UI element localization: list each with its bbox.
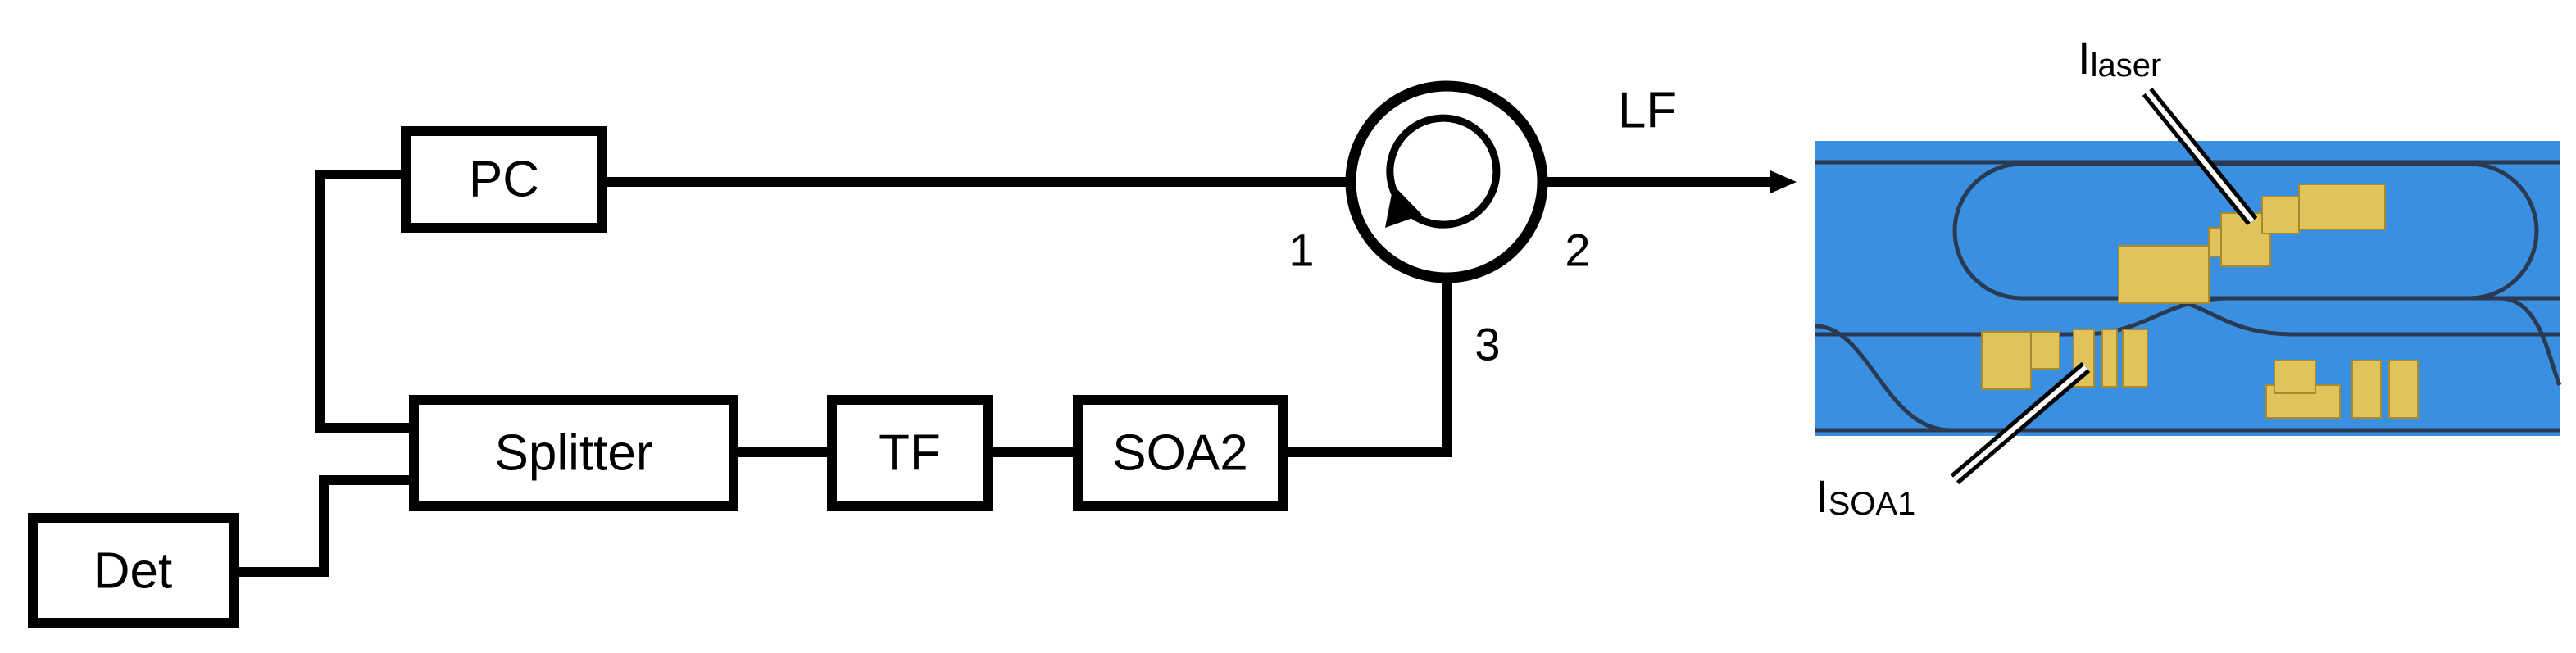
gold-pads [1981, 184, 2419, 419]
soa1-current-annotation: ISOA1 [1815, 361, 2091, 523]
circulator: 1 2 3 [1288, 80, 1591, 370]
laser-current-annotation: Ilaser [2078, 32, 2258, 226]
wire-splitter-to-pc [315, 170, 414, 433]
splitter-box: Splitter [409, 395, 738, 511]
pc-box: PC [401, 126, 607, 233]
soa1-current-subscript: SOA1 [1829, 486, 1916, 522]
pc-label: PC [469, 152, 539, 208]
det-label: Det [93, 543, 172, 600]
circulator-port-3: 3 [1474, 319, 1500, 370]
connection-lines [234, 170, 1797, 577]
soa2-label: SOA2 [1112, 425, 1247, 482]
output-arrowhead [1770, 170, 1797, 193]
output-label: LF [1618, 83, 1677, 139]
det-box: Det [28, 513, 239, 628]
tf-box: TF [827, 395, 993, 511]
laser-current-label: I [2078, 32, 2091, 84]
svg-text:Ilaser: Ilaser [2078, 32, 2161, 84]
chip-photo [1815, 141, 2562, 436]
splitter-label: Splitter [495, 425, 653, 482]
soa1-current-label: I [1815, 470, 1829, 522]
waveguides [1815, 160, 2562, 433]
laser-current-subscript: laser [2091, 48, 2162, 84]
tf-label: TF [879, 425, 941, 482]
rotation-arrowhead [1385, 185, 1422, 228]
wire-det-to-splitter [234, 475, 414, 577]
circulator-rotation-arrow [1386, 114, 1501, 229]
wire-soa2-to-circulator [1283, 279, 1452, 457]
circulator-port-1: 1 [1288, 224, 1314, 276]
svg-text:ISOA1: ISOA1 [1815, 470, 1915, 523]
soa2-box: SOA2 [1073, 395, 1288, 511]
circulator-port-2: 2 [1565, 224, 1590, 276]
